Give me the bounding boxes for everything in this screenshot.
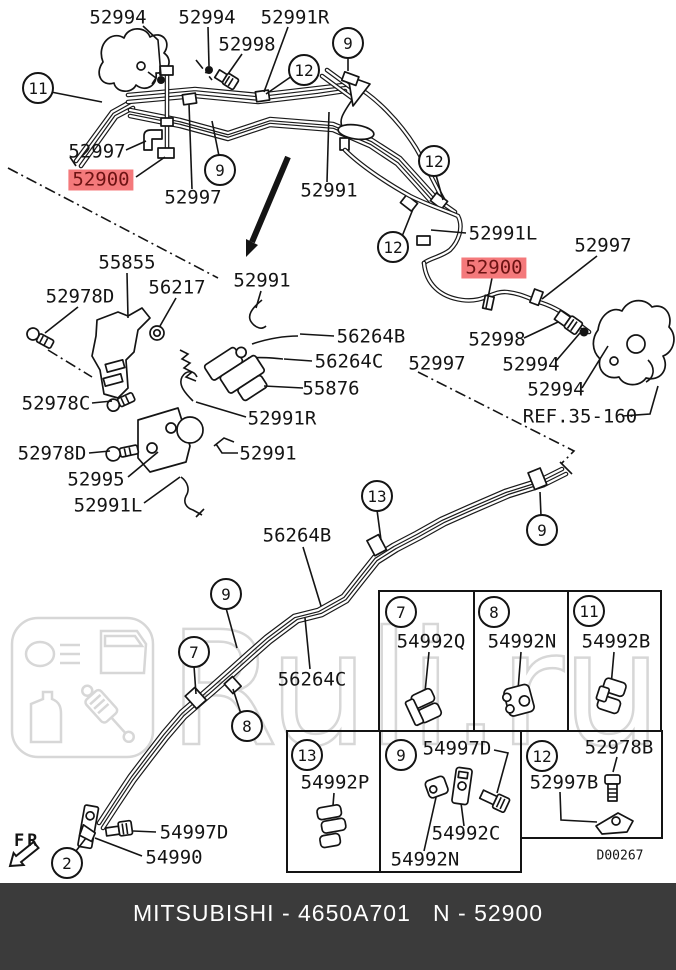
bolt-52978c — [106, 392, 136, 412]
part-label-52978d-a: 52978D — [45, 285, 115, 308]
callout-13-grid[interactable]: 13 — [291, 739, 323, 771]
part-label-54992n-b: 54992N — [390, 848, 460, 871]
long-pipe-run — [77, 461, 573, 850]
callout-9-c[interactable]: 9 — [526, 514, 558, 546]
part-label-54997d-b: 54997D — [422, 737, 492, 760]
part-label-52997-d: 52997 — [408, 352, 466, 375]
part-label-56217: 56217 — [148, 276, 206, 299]
bolt-54997d-icon — [478, 789, 511, 814]
callout-9-a[interactable]: 9 — [332, 27, 364, 59]
callout-12-b[interactable]: 12 — [418, 145, 450, 177]
part-label-55876: 55876 — [302, 377, 360, 400]
part-label-52994-b: 52994 — [178, 6, 236, 29]
clip-54992c-icon — [451, 766, 473, 806]
part-label-54992n-a: 54992N — [487, 630, 557, 653]
watermark-icons-panel — [10, 616, 155, 759]
direction-arrow — [246, 155, 291, 257]
clip-54992n2-icon — [424, 775, 449, 799]
bolt-52978d-top — [26, 327, 55, 349]
clip-54992n-icon — [502, 683, 535, 717]
part-label-54992q: 54992Q — [396, 630, 466, 653]
part-label-52900-highlight-left[interactable]: 52900 — [68, 169, 134, 191]
part-label-52991r-b: 52991R — [247, 407, 317, 430]
brake-hose-right — [416, 235, 675, 386]
part-label-54990: 54990 — [145, 846, 203, 869]
part-label-56264b-a: 56264B — [336, 325, 406, 348]
parts-cluster — [26, 299, 299, 518]
callout-12-a[interactable]: 12 — [288, 54, 320, 86]
callout-12-c[interactable]: 12 — [377, 231, 409, 263]
part-label-52998-b: 52998 — [468, 328, 526, 351]
part-label-52991r-a: 52991R — [260, 6, 330, 29]
fr-arrow-icon — [8, 840, 40, 868]
part-label-52995: 52995 — [67, 468, 125, 491]
part-label-52978b: 52978B — [584, 736, 654, 759]
part-label-52994-c: 52994 — [502, 353, 560, 376]
callout-9-d[interactable]: 9 — [210, 578, 242, 610]
pipes-top-assembly — [69, 28, 463, 266]
ref-label-35-160: REF.35-160 — [522, 405, 638, 428]
callout-13-a[interactable]: 13 — [361, 480, 393, 512]
part-label-52900-highlight-right[interactable]: 52900 — [461, 257, 527, 279]
bolt-52978b-icon — [604, 774, 621, 802]
parts-grid — [286, 590, 663, 873]
part-label-55855: 55855 — [98, 251, 156, 274]
part-label-56264c-b: 56264C — [277, 668, 347, 691]
callout-8-a[interactable]: 8 — [231, 710, 263, 742]
bolt-52978d-bottom — [105, 444, 140, 462]
part-label-52991l-b: 52991L — [73, 494, 143, 517]
part-label-52997b: 52997B — [529, 771, 599, 794]
diagram-code: D00267 — [596, 848, 644, 864]
part-label-52998-a: 52998 — [218, 33, 276, 56]
callout-8-grid[interactable]: 8 — [478, 596, 510, 628]
part-label-52997-b: 52997 — [164, 186, 222, 209]
part-label-56264b-b: 56264B — [262, 524, 332, 547]
callout-2[interactable]: 2 — [51, 847, 83, 879]
fr-direction-label: FR — [14, 831, 41, 851]
part-label-52991-a: 52991 — [300, 179, 358, 202]
clip-54992p-icon — [316, 804, 347, 849]
clip-54992q-icon — [404, 687, 443, 727]
callout-9-b[interactable]: 9 — [204, 154, 236, 186]
part-label-52994-a: 52994 — [89, 6, 147, 29]
footer-bar: MITSUBISHI - 4650A701 N - 52900 — [0, 883, 676, 970]
part-label-56264c-a: 56264C — [314, 350, 384, 373]
footer-caption: MITSUBISHI - 4650A701 N - 52900 — [132, 900, 544, 926]
clip-54992b-icon — [595, 677, 627, 715]
callout-11[interactable]: 11 — [22, 72, 54, 104]
part-label-52991-b: 52991 — [233, 269, 291, 292]
caliper-drawing — [592, 299, 675, 386]
construction-lines — [7, 59, 576, 464]
part-label-52978c: 52978C — [21, 392, 91, 415]
part-label-54992p: 54992P — [300, 771, 370, 794]
leader-lines — [44, 25, 659, 857]
part-label-54992c: 54992C — [431, 822, 501, 845]
callout-7-grid[interactable]: 7 — [385, 596, 417, 628]
part-label-52991-c: 52991 — [239, 442, 297, 465]
part-label-54992b: 54992B — [581, 630, 651, 653]
part-label-52978d-b: 52978D — [17, 442, 87, 465]
part-label-52991l-a: 52991L — [468, 222, 538, 245]
part-label-52994-d: 52994 — [527, 378, 585, 401]
part-label-54997d-a: 54997D — [159, 821, 229, 844]
callout-11-grid[interactable]: 11 — [573, 595, 605, 627]
part-label-52997-a: 52997 — [68, 140, 126, 163]
callout-12-grid[interactable]: 12 — [526, 740, 558, 772]
part-label-52997-c: 52997 — [574, 234, 632, 257]
callout-9-grid[interactable]: 9 — [385, 739, 417, 771]
callout-7-a[interactable]: 7 — [178, 636, 210, 668]
